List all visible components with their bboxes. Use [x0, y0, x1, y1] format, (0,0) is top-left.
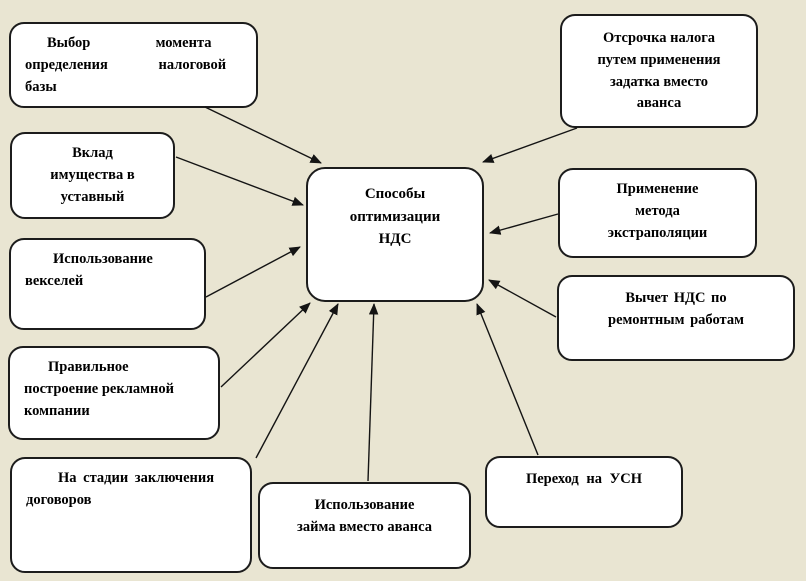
arrow-tax-deferral-deposit: [482, 127, 578, 163]
node-advertising-campaign: Правильное построение рекламной компании: [8, 346, 220, 440]
arrow-contract-conclusion-stage: [255, 303, 339, 459]
arrow-usn-transition: [476, 303, 539, 456]
node-usn-transition: Переход на УСН: [485, 456, 683, 528]
node-contract-conclusion-stage: На стадии заключения договоров: [10, 457, 252, 573]
arrow-tax-base-moment-choice: [204, 106, 322, 164]
arrow-property-contribution: [175, 156, 304, 206]
node-extrapolation-method: Применение метода экстраполяции: [558, 168, 757, 258]
arrow-promissory-notes: [205, 246, 301, 298]
node-loan-instead-of-advance: Использование займа вместо аванса: [258, 482, 471, 569]
arrow-vat-deduction-repairs: [488, 279, 557, 318]
node-tax-base-moment-choice: Выбор момента определения налоговой базы: [9, 22, 258, 108]
node-promissory-notes: Использование векселей: [9, 238, 206, 330]
arrow-advertising-campaign: [220, 302, 311, 388]
node-vat-deduction-repairs: Вычет НДС по ремонтным работам: [557, 275, 795, 361]
node-vat-optimization-center: Способы оптимизации НДС: [306, 167, 484, 302]
node-tax-deferral-deposit: Отсрочка налога путем применения задатка…: [560, 14, 758, 128]
arrow-extrapolation-method: [489, 213, 559, 235]
node-property-contribution: Вклад имущества в уставный: [10, 132, 175, 219]
arrow-loan-instead-of-advance: [367, 303, 379, 482]
